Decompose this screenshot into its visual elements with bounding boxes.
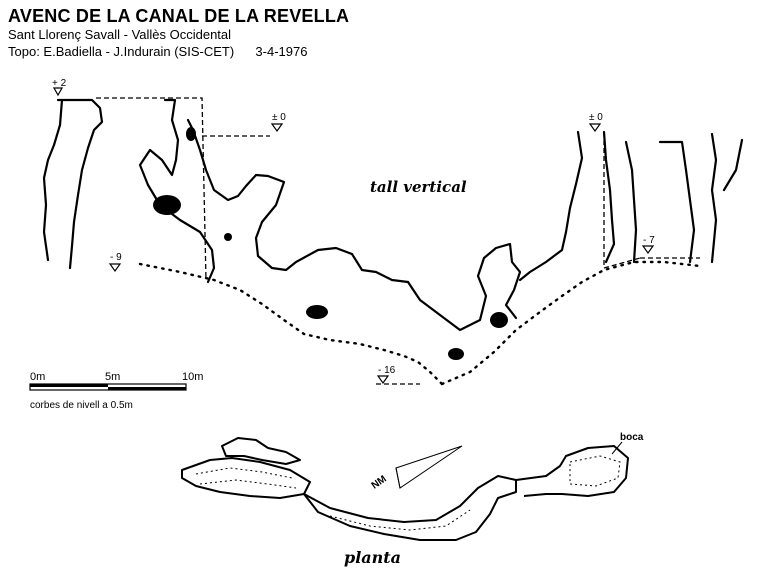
scale-tick-5: 5m xyxy=(105,371,120,383)
section-floor-dots-right xyxy=(440,260,702,386)
section-block-4 xyxy=(490,312,508,328)
scale-tick-10: 10m xyxy=(182,371,203,383)
depth-marker-icon xyxy=(588,123,602,133)
plan-contour-3 xyxy=(329,509,471,531)
section-label: tall vertical xyxy=(370,178,467,196)
projection-line-top xyxy=(96,97,207,281)
location-line: Sant Llorenç Savall - Vallès Occidental xyxy=(8,27,232,42)
depth-marker-icon xyxy=(108,263,122,273)
section-block-1 xyxy=(153,195,181,215)
entrance-pointer xyxy=(611,441,623,455)
plan-outline-upper-lobe xyxy=(221,437,301,465)
section-block-5 xyxy=(224,233,232,241)
section-wall-upper-chamber xyxy=(138,98,410,284)
depth-marker-icon xyxy=(52,87,64,97)
section-wall-left-shaft xyxy=(42,98,104,270)
depth-marker-icon xyxy=(270,123,284,133)
section-wall-right-pipe xyxy=(624,132,744,264)
depth-marker-icon xyxy=(641,245,655,255)
section-block-3 xyxy=(448,348,464,360)
map-header: AVENC DE LA CANAL DE LA REVELLA Sant Llo… xyxy=(8,6,349,60)
map-title: AVENC DE LA CANAL DE LA REVELLA xyxy=(8,6,350,26)
north-label: NM xyxy=(370,474,389,492)
north-arrow xyxy=(395,445,463,489)
section-wall-right-shaft xyxy=(518,130,616,282)
depth-label-zero-right: ± 0 xyxy=(589,112,603,123)
section-block-6 xyxy=(186,127,196,141)
plan-outline-passage xyxy=(303,475,517,541)
scale-tick-0: 0m xyxy=(30,371,45,383)
entrance-label: boca xyxy=(620,432,644,443)
plan-contour-2 xyxy=(199,479,297,489)
topo-credit: Topo: E.Badiella - J.Indurain (SIS-CET) xyxy=(8,44,235,59)
depth-label-plus2: + 2 xyxy=(52,78,67,89)
depth-label-minus16: - 16 xyxy=(378,365,396,376)
scale-bar xyxy=(29,383,187,391)
survey-date: 3-4-1976 xyxy=(255,44,308,59)
plan-contour-1 xyxy=(195,467,293,479)
depth-label-minus7: - 7 xyxy=(643,235,655,246)
contour-note: corbes de nivell a 0.5m xyxy=(30,400,133,411)
depth-label-minus9: - 9 xyxy=(110,252,122,263)
projection-line-right xyxy=(603,132,641,269)
section-floor-dots-left xyxy=(138,262,444,386)
section-floor-gallery xyxy=(406,242,522,332)
plan-label: planta xyxy=(344,548,401,567)
plan-outline-entrance-chamber xyxy=(515,445,629,497)
plan-contour-4 xyxy=(569,455,621,487)
section-block-2 xyxy=(306,305,328,319)
topo-credit-line: Topo: E.Badiella - J.Indurain (SIS-CET) … xyxy=(8,43,349,60)
depth-marker-icon xyxy=(376,375,390,385)
depth-label-zero-left: ± 0 xyxy=(272,112,286,123)
